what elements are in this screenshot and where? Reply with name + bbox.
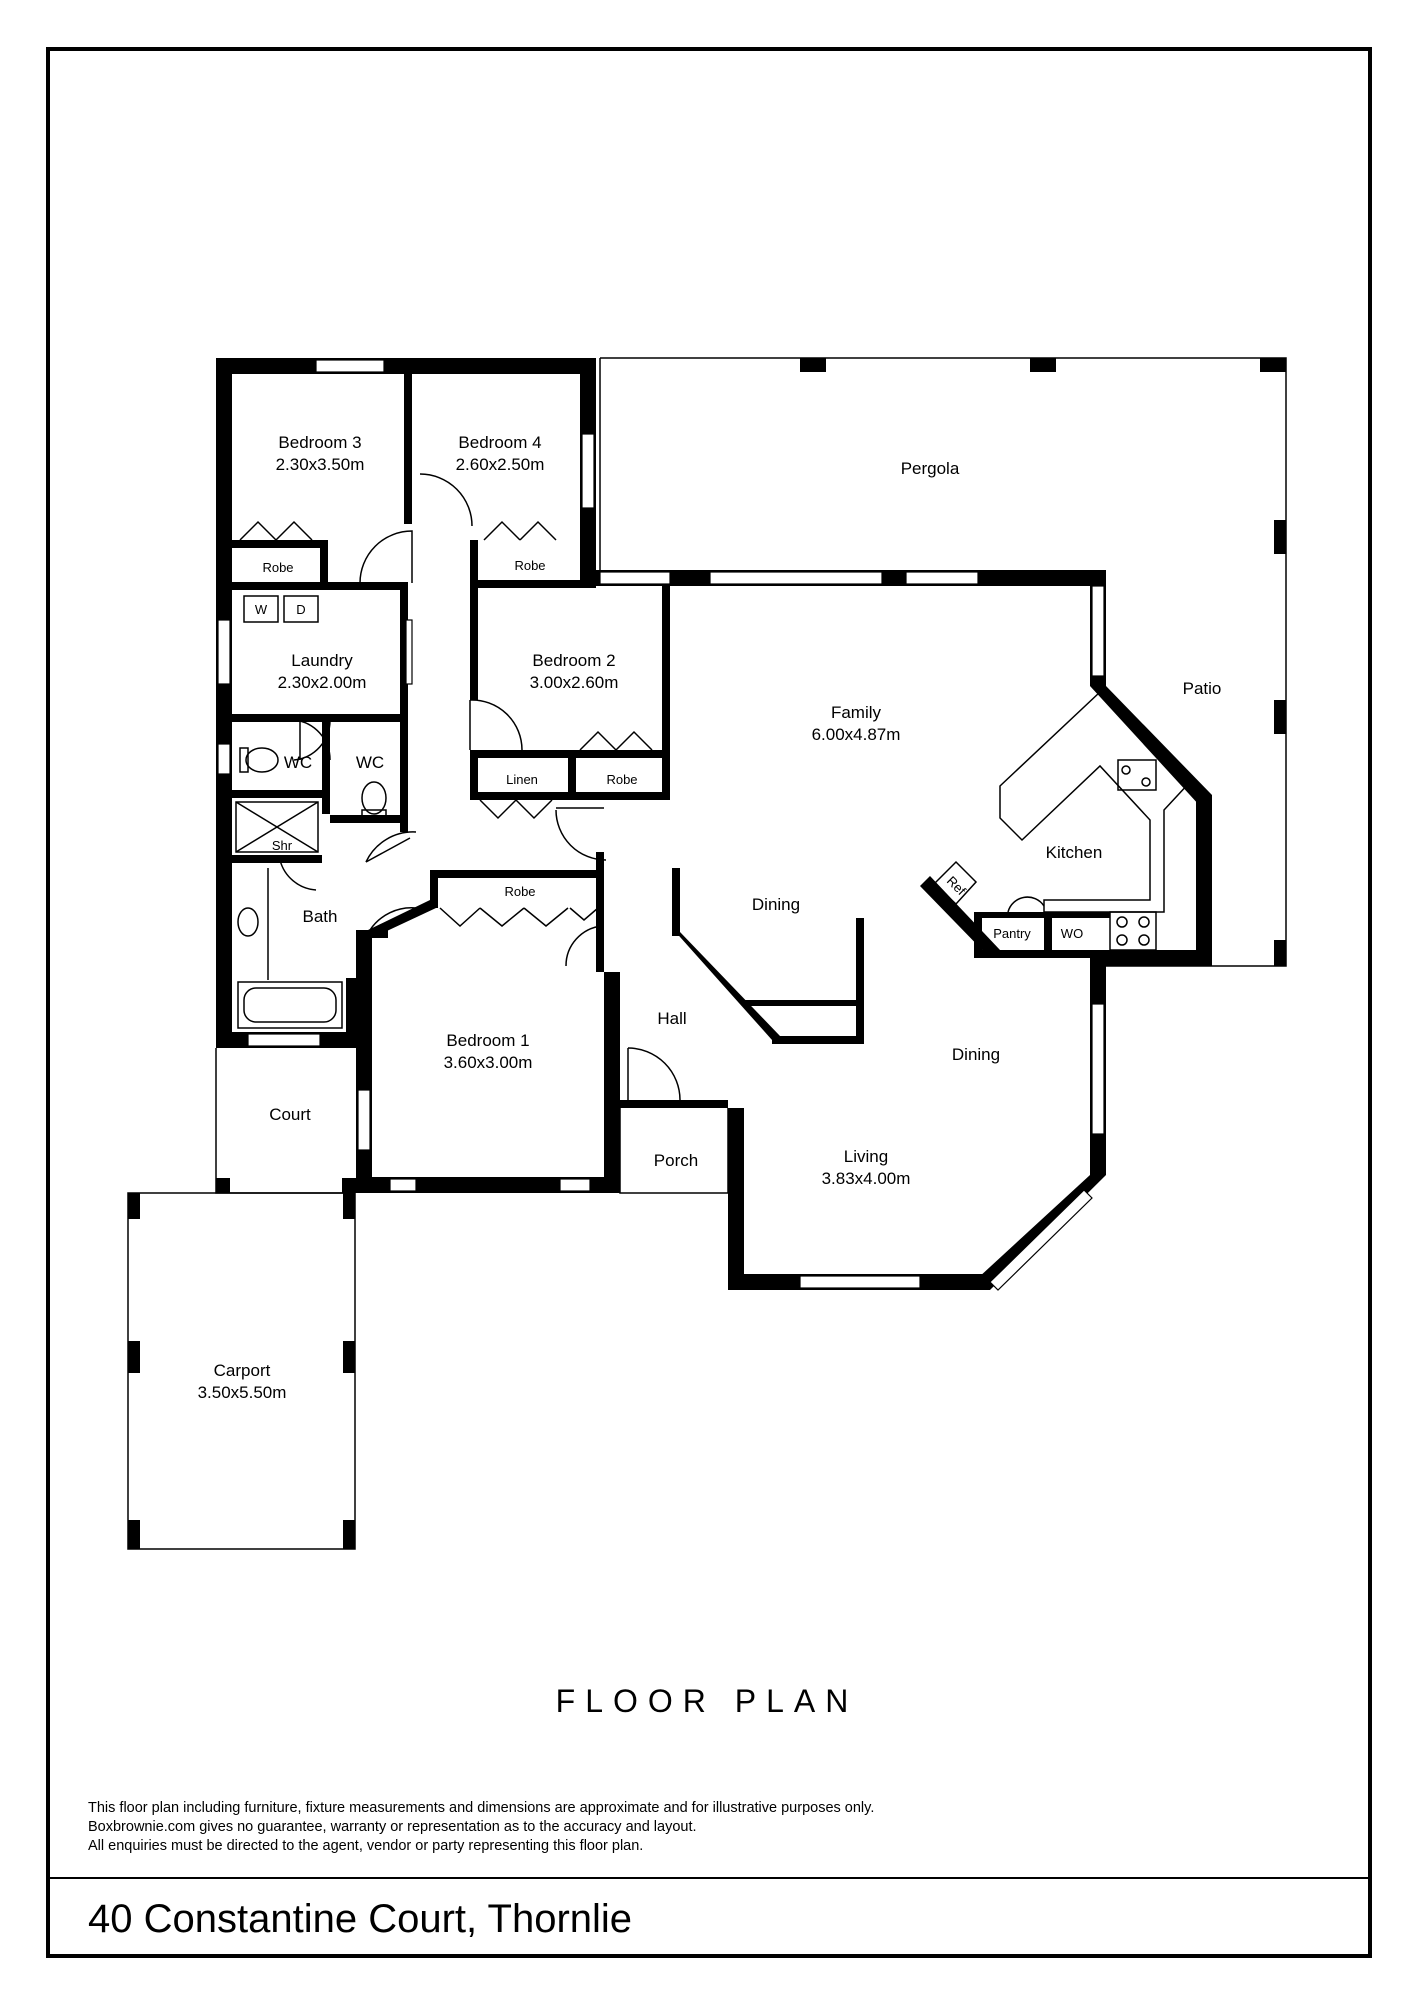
shower-label: Shr [272,838,293,853]
disclaimer-line-3: All enquiries must be directed to the ag… [88,1838,643,1854]
carport-name: Carport [214,1361,271,1380]
pergola-name: Pergola [901,459,960,478]
porch-name: Porch [654,1151,698,1170]
page-border [46,47,1372,1958]
disclaimer-line-1: This floor plan including furniture, fix… [88,1800,874,1816]
bedroom2-name: Bedroom 2 [532,651,615,670]
family-name: Family [831,703,882,722]
washer-label: W [255,602,268,617]
bath-name: Bath [303,907,338,926]
kitchen-name: Kitchen [1046,843,1103,862]
robe-b3-label: Robe [262,560,293,575]
fixtures [235,595,1192,1032]
pantry-label: Pantry [993,926,1031,941]
robe-b2-label: Robe [606,772,637,787]
windows [217,359,1105,1291]
room-labels: Bedroom 3 2.30x3.50m Bedroom 4 2.60x2.50… [198,433,1222,1402]
robe-b1-label: Robe [504,884,535,899]
bedroom2-size: 3.00x2.60m [530,673,619,692]
court-name: Court [269,1105,311,1124]
property-address: 40 Constantine Court, Thornlie [88,1897,632,1941]
living-name: Living [844,1147,888,1166]
court-outline [215,1048,356,1194]
robe-doors [239,520,653,928]
bedroom3-name: Bedroom 3 [278,433,361,452]
living-size: 3.83x4.00m [822,1169,911,1188]
bedroom4-name: Bedroom 4 [458,433,541,452]
dryer-label: D [296,602,305,617]
bedroom4-size: 2.60x2.50m [456,455,545,474]
patio-name: Patio [1183,679,1222,698]
wo-label: WO [1061,926,1083,941]
bedroom3-size: 2.30x3.50m [276,455,365,474]
linen-label: Linen [506,772,538,787]
carport-outline [127,1192,356,1550]
laundry-name: Laundry [291,651,353,670]
robe-b4-label: Robe [514,558,545,573]
dining2-name: Dining [952,1045,1000,1064]
bedroom1-size: 3.60x3.00m [444,1053,533,1072]
plan-title: FLOOR PLAN [556,1683,859,1719]
interior-walls [232,374,864,1108]
carport-size: 3.50x5.50m [198,1383,287,1402]
small-labels: Robe Robe W D Linen Robe WC WC Shr Robe … [255,558,1083,941]
bedroom1-name: Bedroom 1 [446,1031,529,1050]
disclaimer-line-2: Boxbrownie.com gives no guarantee, warra… [88,1819,697,1835]
family-size: 6.00x4.87m [812,725,901,744]
dining1-name: Dining [752,895,800,914]
doors [279,473,681,1101]
hall-name: Hall [657,1009,686,1028]
wc2-label: WC [356,753,384,772]
pergola-posts [800,358,1286,966]
wc1-label: WC [284,753,312,772]
laundry-size: 2.30x2.00m [278,673,367,692]
